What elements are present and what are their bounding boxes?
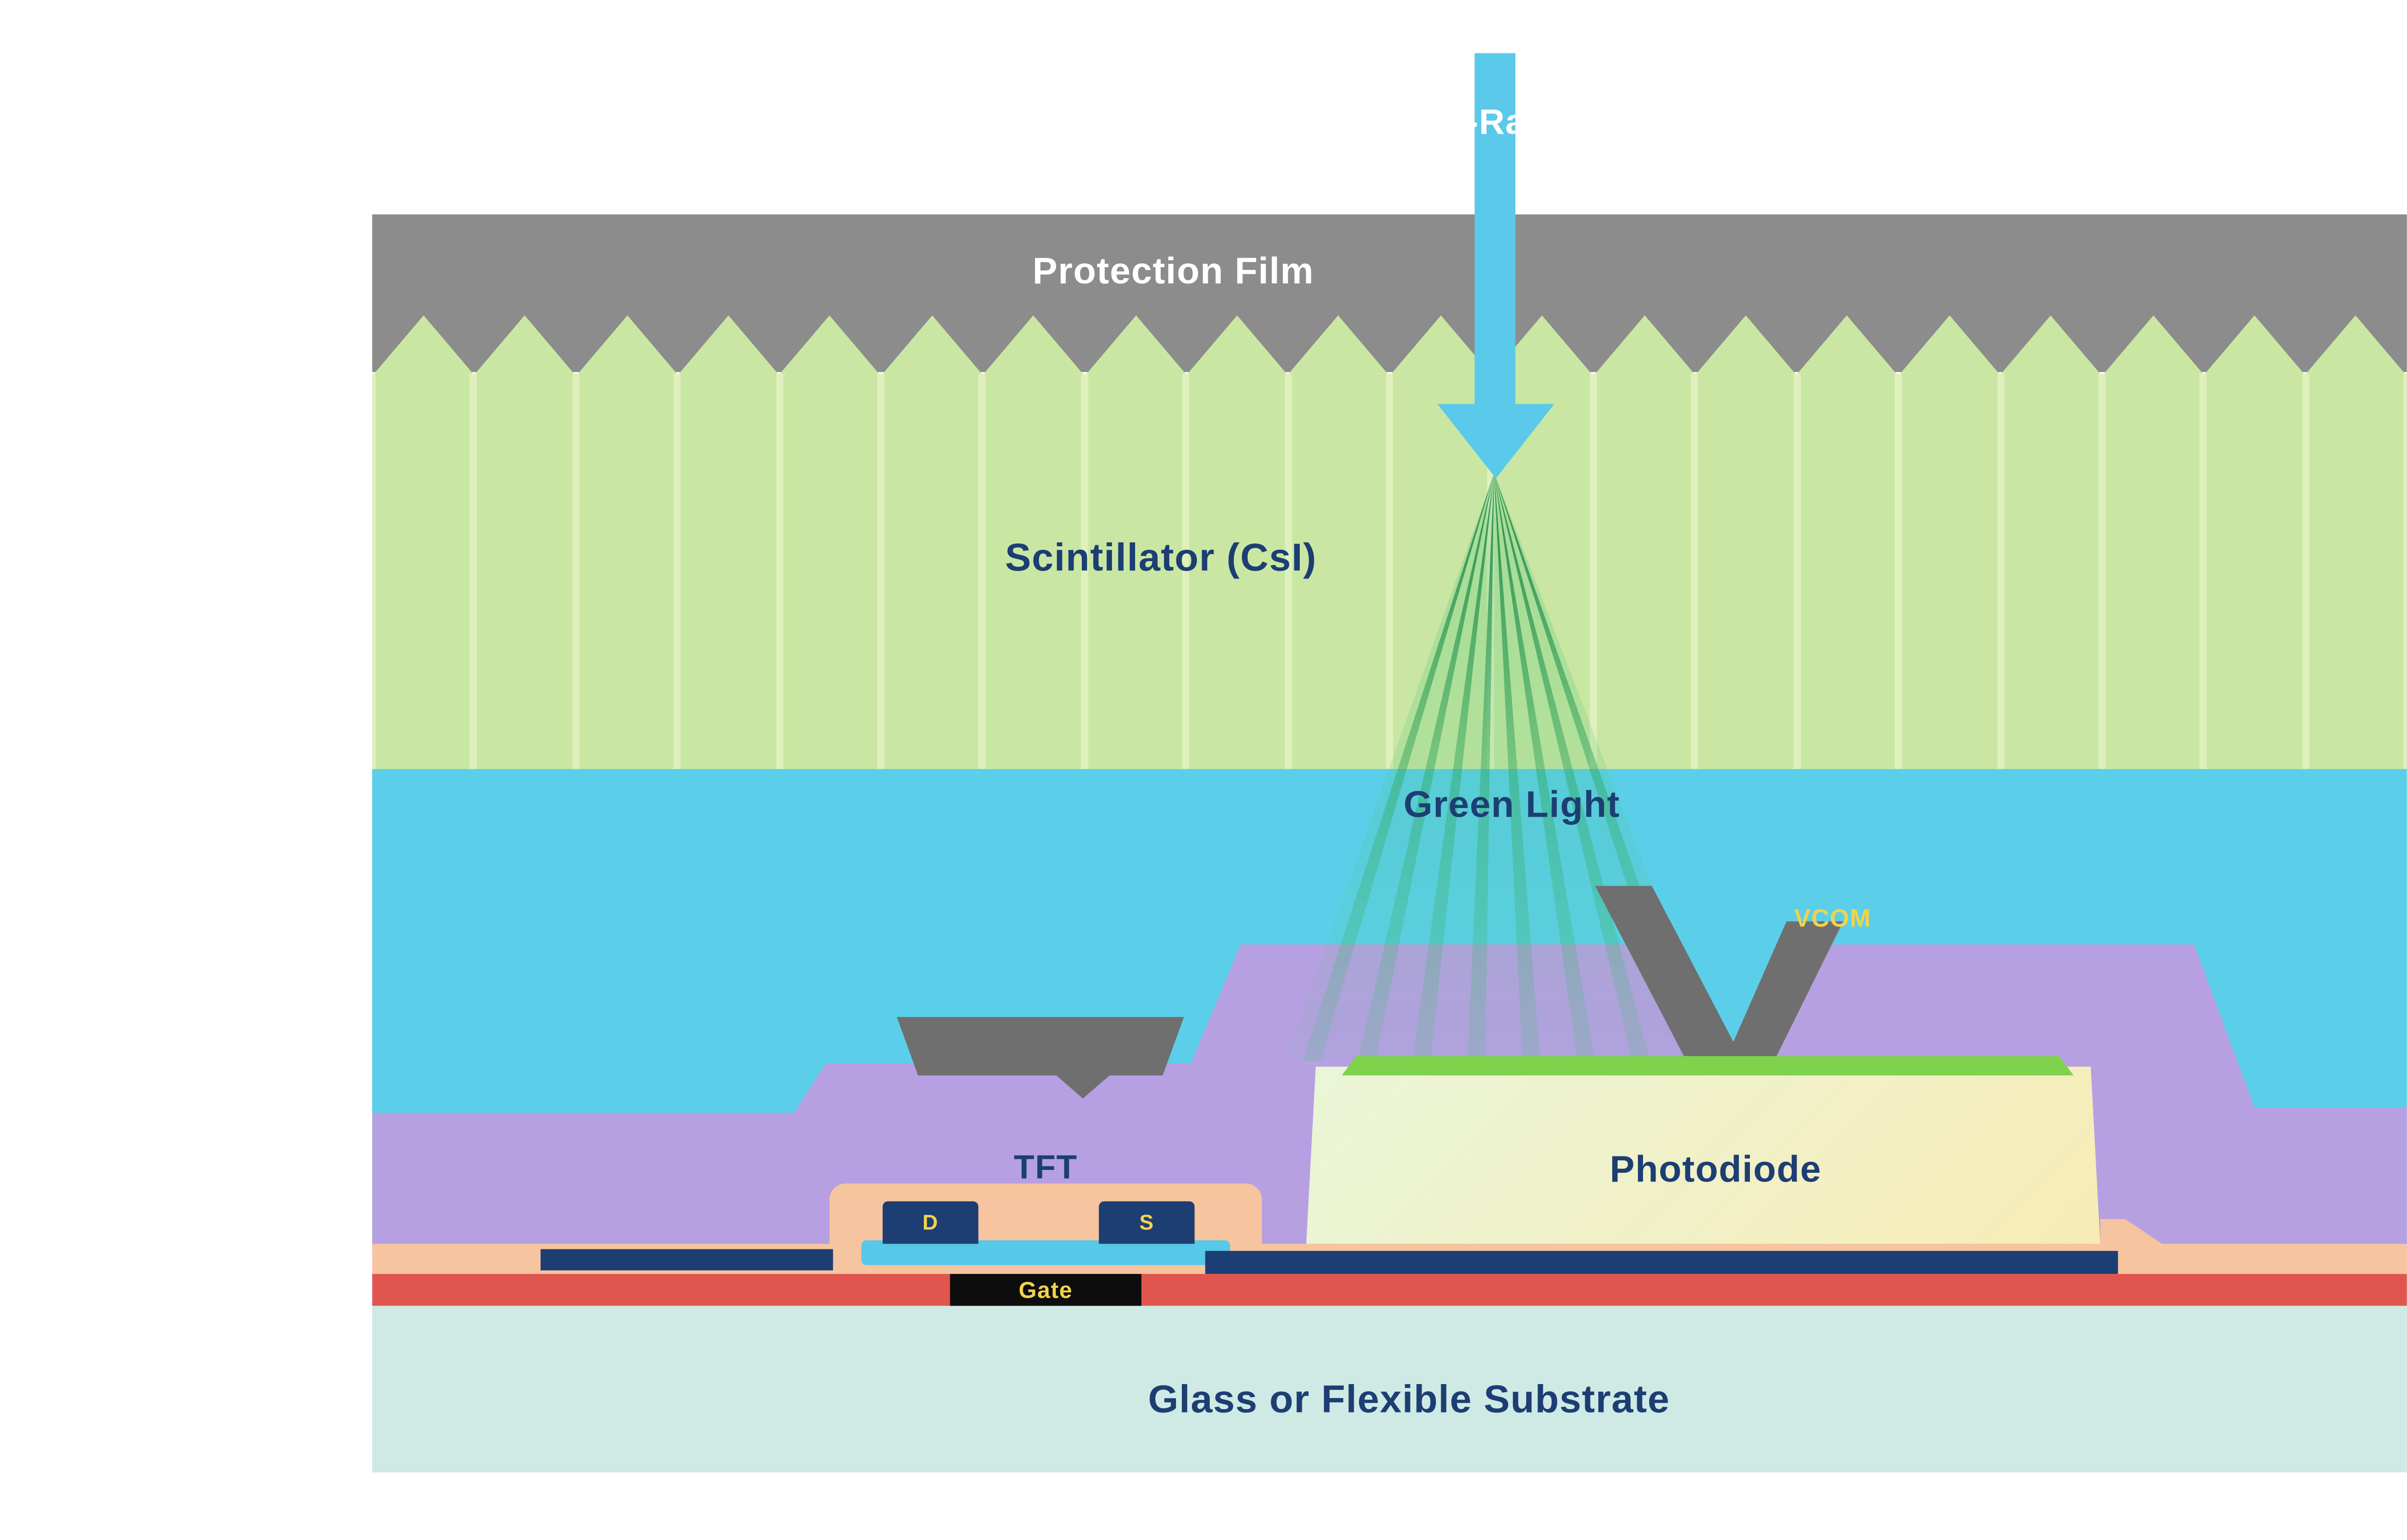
- scintillator-column: [1695, 315, 1797, 769]
- drain-label: D: [922, 1210, 939, 1235]
- photodiode-label: Photodiode: [1609, 1150, 1822, 1191]
- scintillator-column: [372, 315, 474, 769]
- scintillator-column: [474, 315, 576, 769]
- scintillator-column: [2305, 315, 2407, 769]
- scintillator-column: [1898, 315, 2000, 769]
- scintillator-column: [1186, 315, 1288, 769]
- diagram-area: Protection Film Scintillator (CsI) Green…: [372, 214, 2407, 1473]
- scintillator-column: [1797, 315, 1899, 769]
- scintillator-column: [983, 315, 1085, 769]
- source-label: S: [1139, 1210, 1154, 1235]
- scintillator-columns: [372, 315, 2407, 769]
- scintillator-column: [575, 315, 678, 769]
- scintillator-column: [779, 315, 881, 769]
- scintillator-column: [2102, 315, 2204, 769]
- gate-label: Gate: [1019, 1276, 1073, 1303]
- vcom-label: VCOM: [1794, 903, 1872, 932]
- protection-film-label: Protection Film: [1032, 251, 1314, 293]
- substrate-label: Glass or Flexible Substrate: [1148, 1376, 1670, 1421]
- xray-label: X-Ray: [1442, 103, 1546, 143]
- scintillator-column: [880, 315, 983, 769]
- xray-arrow-shaft: [1475, 53, 1515, 408]
- tft-label: TFT: [1013, 1150, 1078, 1187]
- tft-channel: [861, 1240, 1230, 1265]
- scintillator-column: [1593, 315, 1695, 769]
- scintillator-column: [2203, 315, 2305, 769]
- green-light-label: Green Light: [1403, 784, 1620, 826]
- scintillator-column: [1084, 315, 1186, 769]
- photodiode-top-electrode: [1342, 1056, 2074, 1076]
- metal-line-left: [540, 1249, 833, 1270]
- scintillator-column: [677, 315, 779, 769]
- xray-arrow-head: [1437, 404, 1554, 479]
- gate-electrode: [950, 1274, 1142, 1306]
- pixel-electrode-line: [1205, 1251, 2118, 1274]
- scintillator-column: [2000, 315, 2102, 769]
- substrate-layer: [372, 1306, 2407, 1473]
- scintillator-label: Scintillator (CsI): [1005, 535, 1317, 579]
- red-barrier-layer: [372, 1274, 2407, 1306]
